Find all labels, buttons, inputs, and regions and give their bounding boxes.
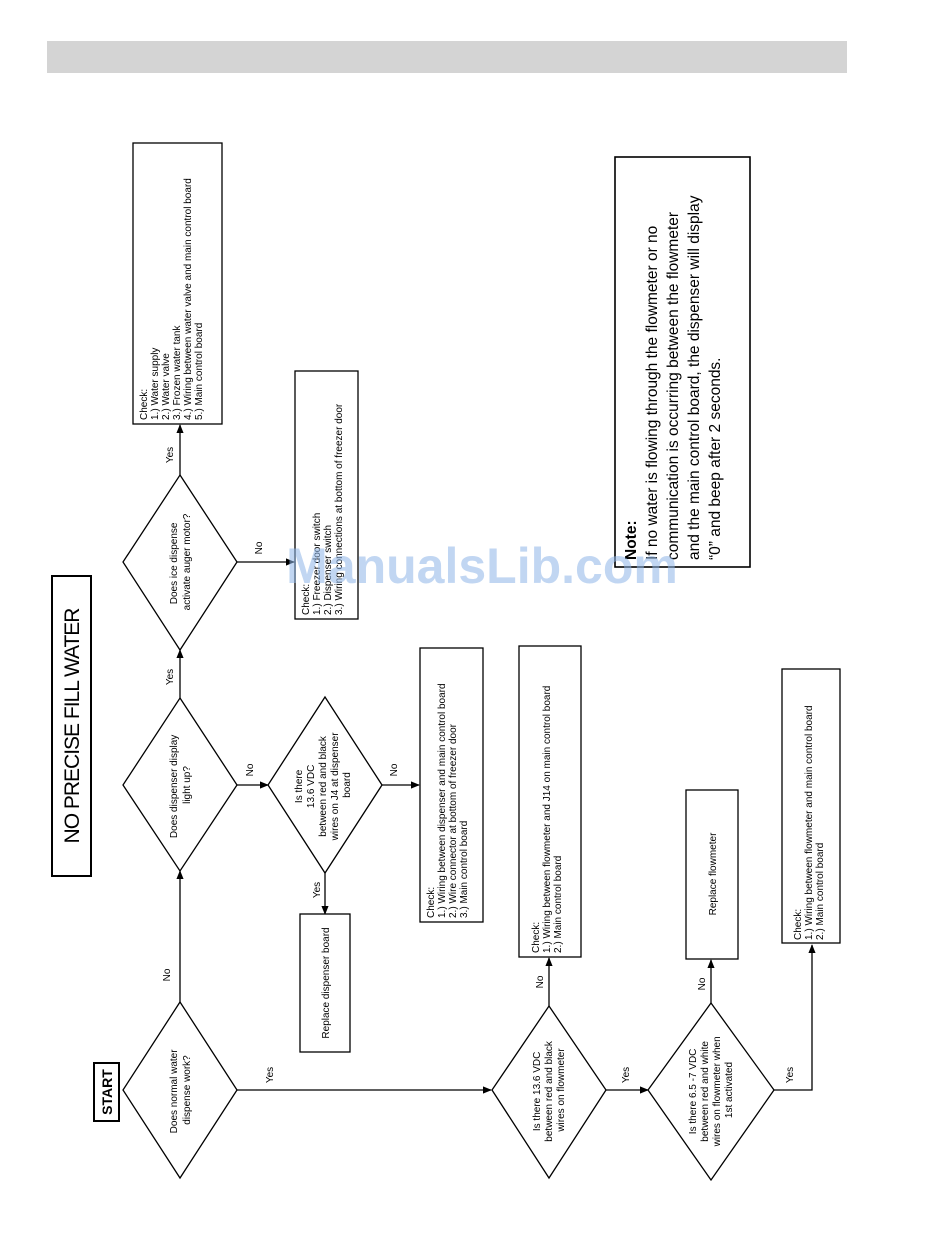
watermark: ManualsLib.com [286, 538, 678, 594]
label-yes-normal: Yes [265, 1067, 276, 1083]
page-header-bar [47, 41, 847, 73]
svg-text:Replace flowmeter: Replace flowmeter [708, 832, 719, 915]
svg-text:Is there 13.6 VDC: Is there 13.6 VDC between red and black … [294, 730, 353, 842]
decision-normal-water: Does normal water dispense work? [122, 1000, 238, 1180]
note-box: Note: If no water is flowing through the… [614, 156, 751, 568]
decision-j4-voltage: Is there 13.6 VDC between red and black … [267, 695, 383, 875]
action-replace-flowmeter: Replace flowmeter [685, 789, 739, 960]
svg-text:Note: If no water is flo: Note: If no water is flowing through the… [623, 191, 724, 560]
svg-text:Check: 1.) Wiring betwee: Check: 1.) Wiring between flowmeter and … [531, 683, 564, 953]
svg-text:Does dispenser display l: Does dispenser display light up? [169, 732, 193, 838]
label-no-display: No [245, 763, 256, 776]
label-no-flowmeter: No [535, 975, 546, 988]
svg-text:Is there 13.6 VDC betwee: Is there 13.6 VDC between red and black … [532, 1038, 567, 1141]
start-block: START [93, 1062, 120, 1122]
label-yes-white: Yes [785, 1067, 796, 1083]
action-flowmeter-wiring-check: Check: 1.) Wiring between flowmeter and … [781, 668, 841, 944]
title-block: NO PRECISE FILL WATER [51, 575, 92, 877]
label-yes-j4: Yes [312, 882, 323, 898]
action-water-supply-check: Check: 1.) Water supply 2.) Water valve … [132, 142, 223, 425]
label-yes-display: Yes [165, 669, 176, 685]
label-yes-auger: Yes [165, 447, 176, 463]
note-heading: Note: [623, 520, 640, 560]
decision-flowmeter-voltage: Is there 13.6 VDC between red and black … [491, 1004, 607, 1180]
action-replace-dispenser: Replace dispenser board [299, 913, 351, 1053]
svg-text:Does ice dispense activa: Does ice dispense activate auger motor? [169, 513, 193, 610]
svg-text:Replace dispenser board: Replace dispenser board [321, 927, 332, 1038]
page-title: NO PRECISE FILL WATER [61, 608, 84, 844]
svg-text:Check: 1.) Water supply: Check: 1.) Water supply 2.) Water valve … [139, 175, 205, 420]
svg-text:Is there 6.5 -7 VDC betw: Is there 6.5 -7 VDC between red and whit… [688, 1034, 735, 1148]
label-no-white: No [697, 977, 708, 990]
svg-text:Does normal water dispen: Does normal water dispense work? [169, 1047, 193, 1134]
label-no-normal: No [162, 968, 173, 981]
label-yes-flowmeter: Yes [621, 1067, 632, 1083]
decision-display-light: Does dispenser display light up? [122, 696, 238, 873]
start-label: START [99, 1069, 115, 1115]
label-no-j4: No [389, 763, 400, 776]
svg-text:Check: 1.) Wiring betwee: Check: 1.) Wiring between flowmeter and … [793, 703, 826, 940]
decision-ice-auger: Does ice dispense activate auger motor? [122, 473, 238, 652]
svg-text:Check: 1.) Freezer door: Check: 1.) Freezer door switch 2.) Dispe… [301, 403, 345, 615]
branch-labels: No Yes Yes No No No Yes Yes No Yes No Ye… [162, 447, 796, 1083]
label-no-auger: No [254, 541, 265, 554]
action-j14-check: Check: 1.) Wiring between flowmeter and … [518, 645, 582, 958]
action-door-switch-check: Check: 1.) Freezer door switch 2.) Dispe… [294, 370, 359, 620]
action-dispenser-wiring-check: Check: 1.) Wiring between dispenser and … [419, 647, 484, 923]
connectors [176, 424, 816, 1094]
svg-text:Check: 1.) Wiring betwee: Check: 1.) Wiring between dispenser and … [426, 681, 470, 918]
decision-flowmeter-white: Is there 6.5 -7 VDC between red and whit… [647, 1001, 775, 1182]
